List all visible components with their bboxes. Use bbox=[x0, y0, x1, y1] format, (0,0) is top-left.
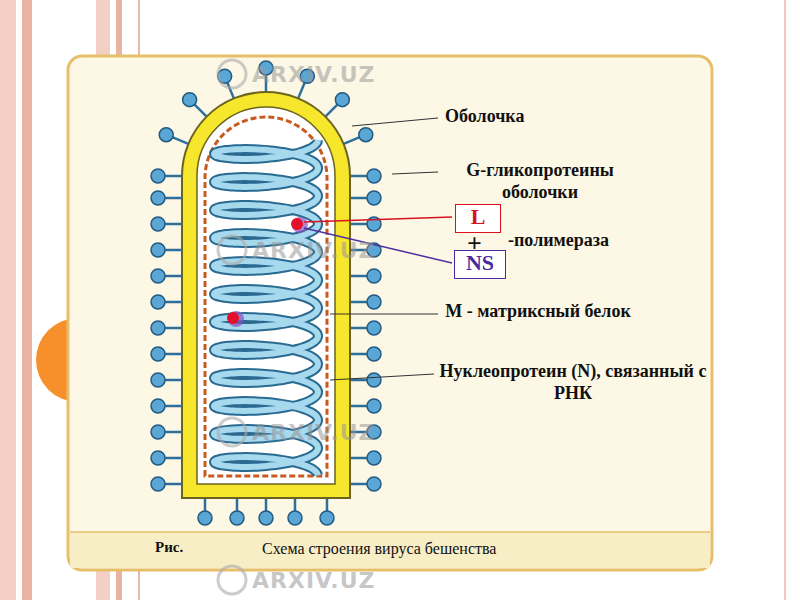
leader-line bbox=[352, 118, 438, 126]
plus-sign: + bbox=[467, 228, 497, 259]
figure-frame bbox=[68, 56, 712, 570]
figure-prefix: Рис. bbox=[155, 538, 215, 556]
spike-head bbox=[367, 169, 381, 183]
leader-line bbox=[330, 374, 434, 380]
watermark-logo bbox=[218, 60, 246, 594]
spike-head bbox=[151, 477, 165, 491]
polymerase-dot bbox=[291, 218, 303, 230]
spike-head bbox=[288, 511, 302, 525]
leader-line bbox=[392, 172, 438, 174]
spike-head bbox=[367, 477, 381, 491]
spike-head bbox=[151, 321, 165, 335]
spike-head bbox=[151, 451, 165, 465]
spike-head bbox=[335, 93, 349, 107]
protein-name: L bbox=[471, 205, 486, 229]
spike-head bbox=[183, 93, 197, 107]
decor-stripe bbox=[22, 0, 32, 600]
polymerase-dot bbox=[227, 312, 239, 324]
spike-head bbox=[367, 191, 381, 205]
spike-head bbox=[151, 217, 165, 231]
part-label: G-гликопротеины оболочки bbox=[440, 160, 640, 203]
spike-head bbox=[198, 511, 212, 525]
spike-head bbox=[259, 511, 273, 525]
spike-head bbox=[367, 373, 381, 387]
part-label: -полимераза bbox=[508, 230, 678, 252]
decor-stripe bbox=[784, 0, 786, 600]
watermark: ARXIV.UZ bbox=[252, 238, 375, 264]
caption-rule bbox=[70, 531, 710, 533]
leader-line bbox=[330, 313, 438, 314]
spike-head bbox=[151, 399, 165, 413]
spike-head bbox=[367, 347, 381, 361]
decor-stripe bbox=[0, 0, 16, 600]
spike-head bbox=[320, 511, 334, 525]
spike-head bbox=[151, 169, 165, 183]
spike-head bbox=[151, 347, 165, 361]
spike-head bbox=[367, 399, 381, 413]
spike-head bbox=[359, 128, 373, 142]
figure-caption: Схема строения вируса бешенства bbox=[262, 539, 496, 558]
spike-head bbox=[367, 321, 381, 335]
part-label: Нуклеопротеин (N), связанный с РНК bbox=[438, 361, 708, 404]
watermark: ARXIV.UZ bbox=[252, 420, 375, 446]
caption-band bbox=[70, 532, 710, 568]
spike-head bbox=[151, 425, 165, 439]
polymerase-dot bbox=[292, 217, 308, 233]
spike-head bbox=[230, 511, 244, 525]
glycoprotein-spikes bbox=[151, 61, 381, 525]
leader-line bbox=[304, 217, 452, 222]
part-label: M - матриксный белок bbox=[443, 301, 633, 323]
spike-head bbox=[367, 269, 381, 283]
spike-head bbox=[151, 191, 165, 205]
part-label: Оболочка bbox=[445, 106, 645, 128]
spike-head bbox=[367, 295, 381, 309]
spike-head bbox=[151, 373, 165, 387]
spike-head bbox=[159, 128, 173, 142]
watermark: ARXIV.UZ bbox=[252, 62, 375, 88]
polymerase-dot bbox=[228, 311, 244, 327]
spike-head bbox=[367, 451, 381, 465]
spike-head bbox=[151, 269, 165, 283]
spike-head bbox=[151, 295, 165, 309]
watermark: ARXIV.UZ bbox=[252, 568, 375, 594]
spike-head bbox=[151, 243, 165, 257]
protein-box: L bbox=[455, 204, 501, 233]
